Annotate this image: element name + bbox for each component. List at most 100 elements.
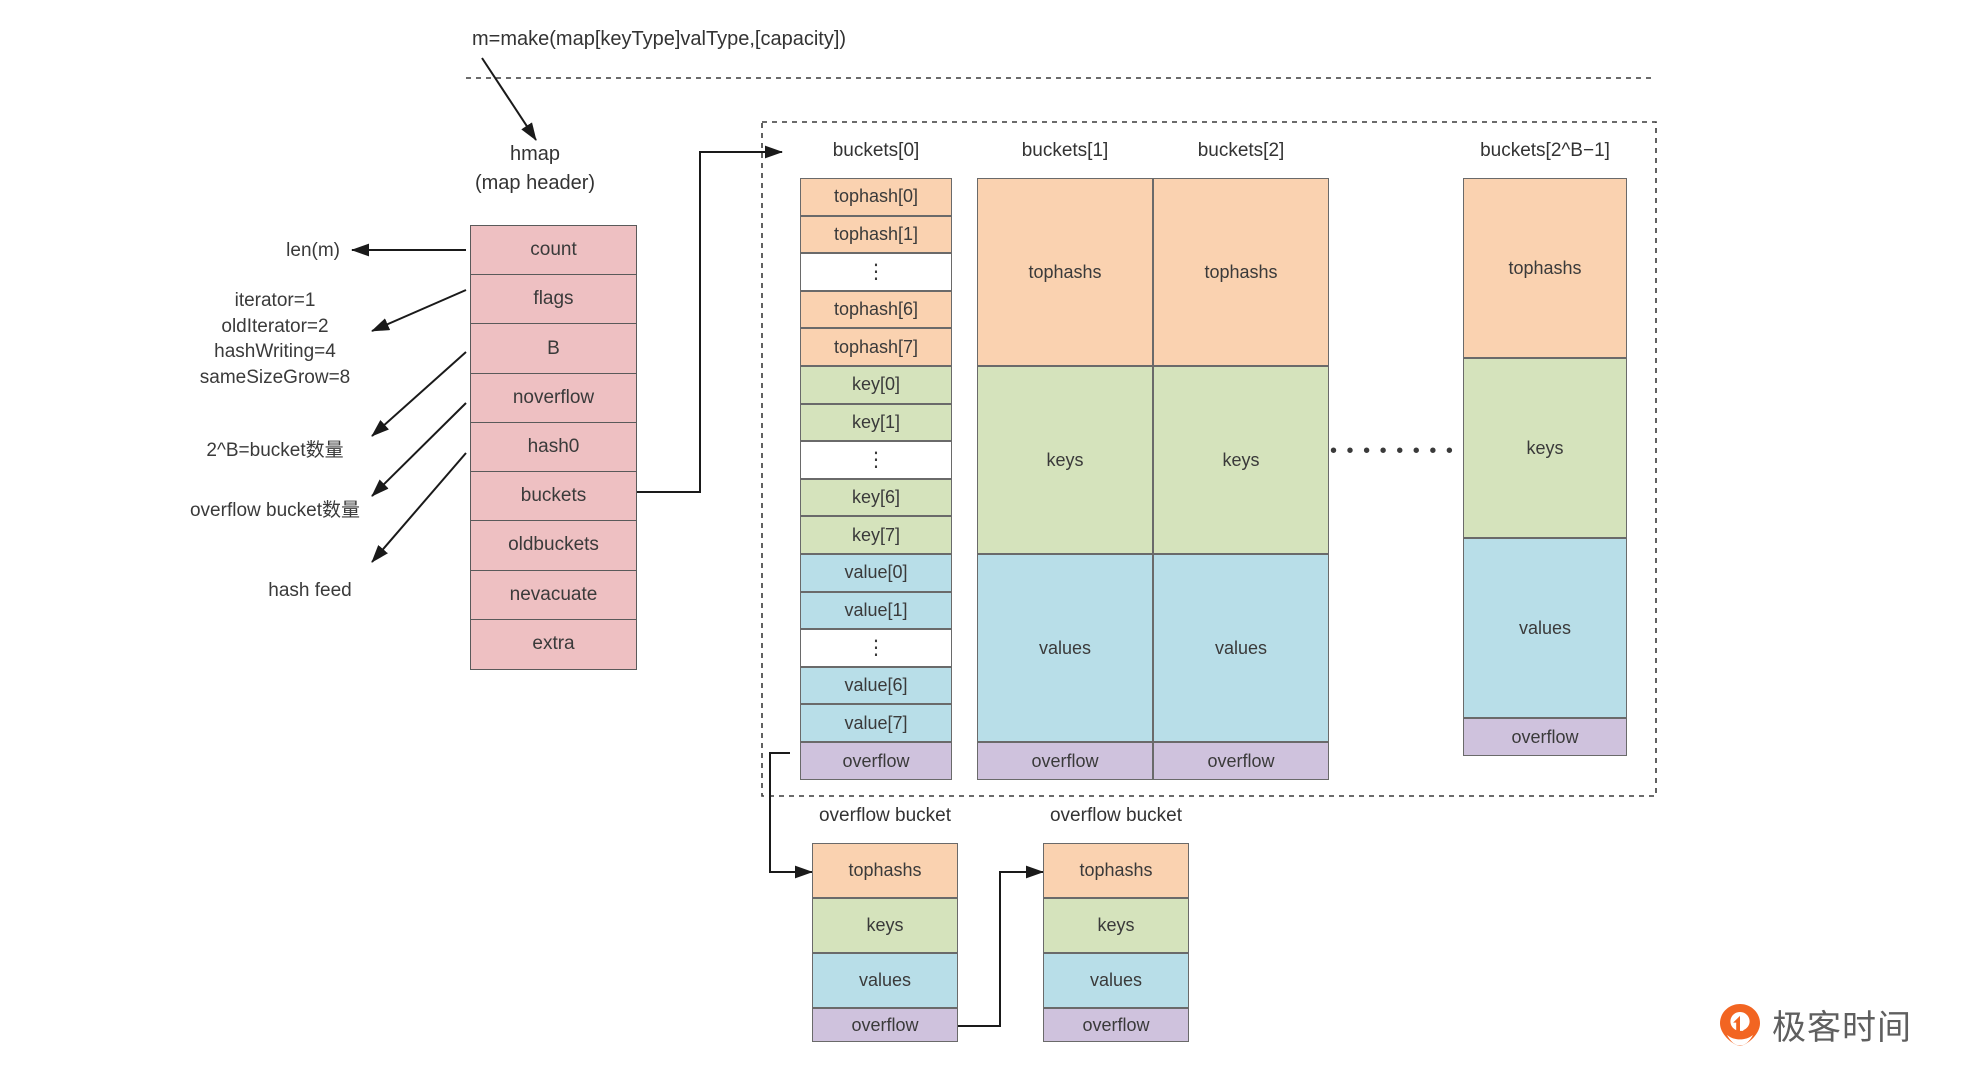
geektime-logo-text: 极客时间: [1772, 1008, 1912, 1048]
make-expression-label: m=make(map[keyType]valType,[capacity]): [472, 28, 847, 50]
bucket-cell-overflow: overflow: [1463, 718, 1627, 756]
bucket-cell-overflow: overflow: [977, 742, 1153, 780]
bucket-cell-label: ⋮: [866, 260, 886, 283]
bucket-column-header: buckets[0]: [832, 140, 920, 161]
hmap-field-label: hash0: [527, 435, 580, 457]
overflow-bucket-header: overflow bucket: [1049, 805, 1182, 826]
hmap-field-label: B: [547, 337, 560, 359]
annotation-flags-line3: hashWriting=4: [214, 341, 336, 363]
bucket-cell-values: values: [977, 554, 1153, 742]
bucket-cell-values: value[6]: [800, 666, 952, 705]
overflow-bucket-cell-keys: keys: [812, 898, 958, 953]
bucket-cell-values: value[1]: [800, 591, 952, 630]
bucket-cell-blank: ⋮: [800, 441, 952, 479]
bucket-cell-tophash: tophashs: [1153, 178, 1329, 366]
hmap-field-label: count: [530, 239, 577, 261]
geektime-logo: 极客时间: [1718, 1000, 1912, 1049]
bucket-column-header: buckets[1]: [1021, 140, 1109, 161]
bucket-cell-blank: ⋮: [800, 253, 952, 291]
bucket-cell-tophash: tophashs: [977, 178, 1153, 366]
buckets-pointer-arrow: [636, 145, 783, 493]
overflow-bucket-cell-label: values: [858, 970, 912, 990]
bucket-cell-label: values: [1214, 637, 1268, 658]
hmap-field-noverflow: noverflow: [471, 373, 636, 423]
bucket-cell-keys: keys: [1463, 358, 1627, 538]
overflow-bucket-header: overflow bucket: [818, 805, 951, 826]
bucket-cell-label: key[1]: [851, 411, 901, 432]
bucket-cell-label: overflow: [1511, 726, 1579, 747]
overflow-bucket-cell-overflow: overflow: [812, 1008, 958, 1042]
bucket-cell-label: ⋮: [866, 636, 886, 659]
overflow-bucket-cell-overflow: overflow: [1043, 1008, 1189, 1042]
bucket-cell-tophash: tophash[1]: [800, 215, 952, 254]
hmap-field-label: oldbuckets: [508, 534, 599, 556]
bucket-cell-label: key[7]: [851, 524, 901, 545]
annotation-noverflow: overflow bucket数量: [189, 500, 360, 521]
hmap-field-buckets: buckets: [471, 472, 636, 522]
hmap-field-nevacuate: nevacuate: [471, 570, 636, 620]
bucket-cell-label: tophashs: [1508, 257, 1582, 278]
bucket-cell-tophash: tophash[0]: [800, 178, 952, 216]
bucket-cell-label: tophash[7]: [833, 336, 919, 357]
hmap-field-label: flags: [533, 288, 574, 310]
annotation-hash0: hash feed: [268, 580, 352, 601]
bucket-cell-label: key[0]: [851, 374, 901, 395]
make-to-hmap-arrow: [481, 57, 537, 141]
bucket-cell-keys: keys: [1153, 366, 1329, 554]
bucket-column-header: buckets[2^B−1]: [1480, 140, 1610, 161]
overflow-bucket-cell-keys: keys: [1043, 898, 1189, 953]
overflow-bucket-cell-tophash: tophashs: [812, 843, 958, 898]
bucket-cell-label: values: [1518, 617, 1572, 638]
overflow-bucket-cell-label: values: [1089, 970, 1143, 990]
overflow-bucket-cell-tophash: tophashs: [1043, 843, 1189, 898]
overflow-bucket-cell-label: keys: [1097, 915, 1135, 935]
bucket-cell-label: value[1]: [844, 599, 908, 620]
hmap-field-B: B: [471, 324, 636, 374]
bucket-cell-label: keys: [1526, 437, 1564, 458]
bucket-cell-tophash: tophash[7]: [800, 328, 952, 366]
buckets-ellipsis: • • • • • • • •: [1330, 440, 1455, 462]
hmap-field-label: buckets: [520, 485, 587, 507]
bucket-cell-tophash: tophashs: [1463, 178, 1627, 358]
bucket-cell-values: values: [1153, 554, 1329, 742]
bucket-cell-overflow: overflow: [800, 742, 952, 780]
overflow-bucket-cell-label: overflow: [1082, 1014, 1150, 1035]
hmap-field-label: extra: [532, 633, 575, 655]
hmap-field-hash0: hash0: [471, 422, 636, 473]
bucket-cell-keys: key[7]: [800, 516, 952, 554]
annotation-b: 2^B=bucket数量: [206, 440, 344, 461]
bucket-cell-label: value[0]: [844, 562, 908, 583]
bucket-cell-tophash: tophash[6]: [800, 290, 952, 329]
bucket-cell-label: ⋮: [866, 448, 886, 471]
bucket-cell-keys: key[1]: [800, 403, 952, 442]
bucket-cell-label: overflow: [1031, 750, 1099, 771]
bucket-cell-overflow: overflow: [1153, 742, 1329, 780]
overflow-bucket-cell-values: values: [812, 953, 958, 1008]
overflow-bucket-cell-values: values: [1043, 953, 1189, 1008]
hmap-field-label: nevacuate: [509, 583, 598, 605]
bucket-column-header: buckets[2]: [1197, 140, 1285, 161]
annotation-flags: iterator=1 oldIterator=2 hashWriting=4 s…: [180, 288, 370, 391]
bucket-cell-blank: ⋮: [800, 629, 952, 667]
bucket-cell-label: keys: [1046, 449, 1084, 470]
bucket-cell-values: value[0]: [800, 554, 952, 592]
b-annotation-arrow: [371, 351, 467, 437]
bucket-cell-keys: key[6]: [800, 478, 952, 517]
hmap-heading: hmap (map header): [455, 140, 615, 198]
bucket-cell-label: tophash[6]: [833, 299, 919, 320]
annotation-count: len(m): [286, 240, 340, 261]
overflow-bucket-cell-label: tophashs: [848, 860, 922, 880]
annotation-flags-line4: sameSizeGrow=8: [199, 366, 351, 388]
overflow-bucket-cell-label: keys: [866, 915, 904, 935]
overflow1-pointer-arrow: [958, 865, 1044, 1027]
bucket-cell-label: overflow: [1207, 750, 1275, 771]
bucket-cell-label: tophashs: [1028, 261, 1102, 282]
bucket-cell-label: tophash[1]: [833, 223, 919, 244]
overflow-bucket-cell-label: overflow: [851, 1014, 919, 1035]
bucket-cell-label: keys: [1222, 449, 1260, 470]
bucket-cell-values: values: [1463, 538, 1627, 718]
bucket-cell-label: value[7]: [844, 712, 908, 733]
bucket-cell-values: value[7]: [800, 704, 952, 742]
